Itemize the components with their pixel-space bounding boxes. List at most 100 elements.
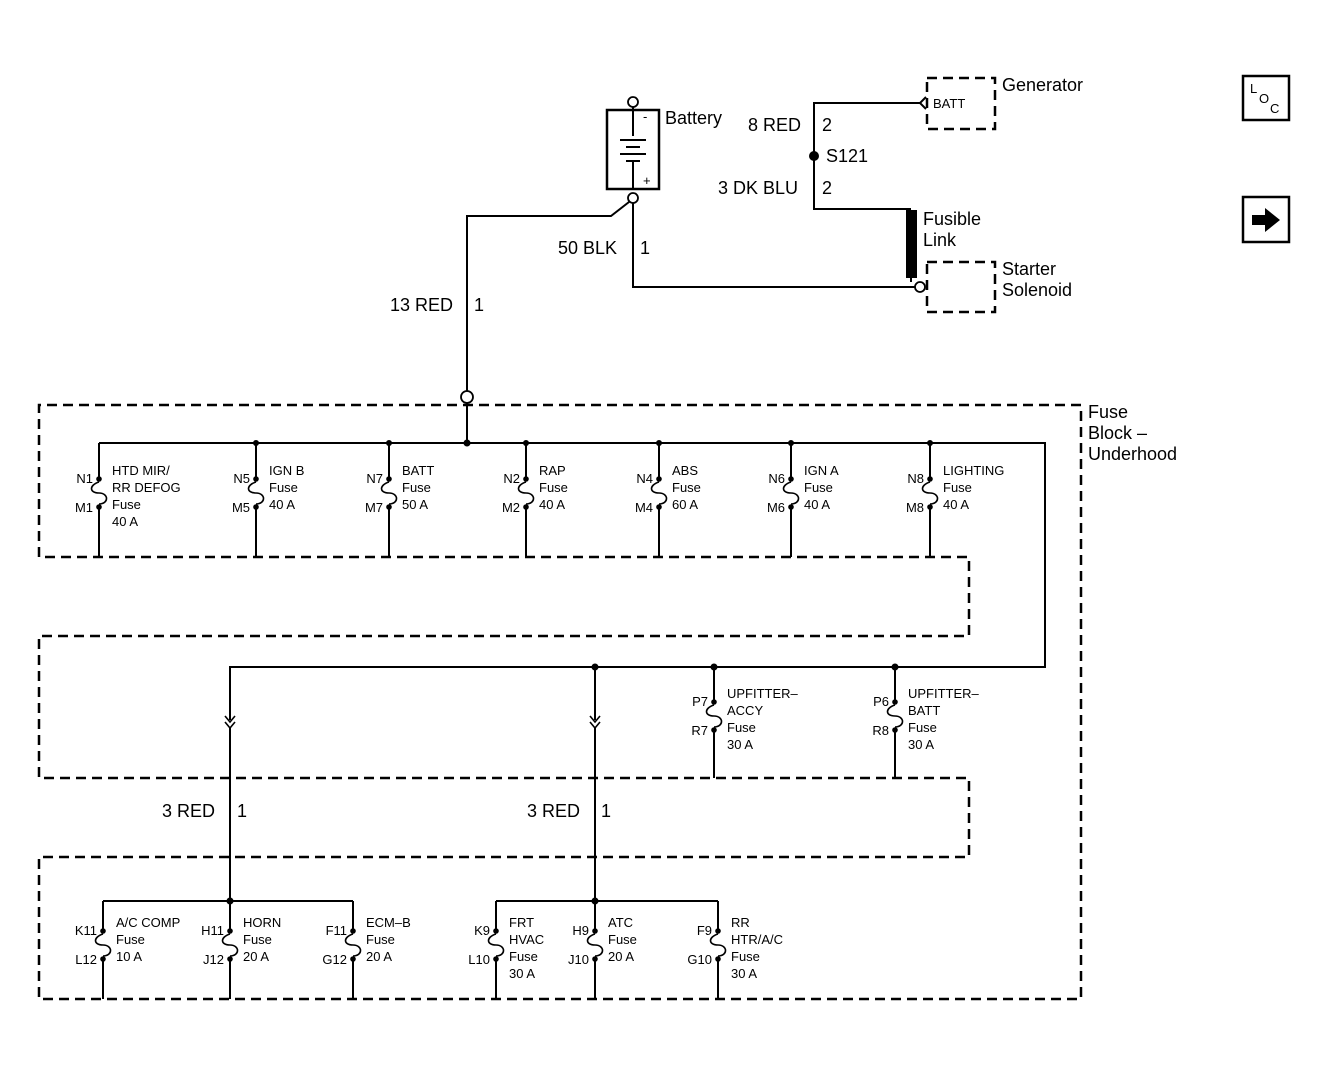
fuse-terminal-out: J12: [203, 952, 224, 967]
splice-label: S121: [826, 146, 868, 166]
fuse-terminal-out: M5: [232, 500, 250, 515]
fuse-symbol-icon: [921, 481, 939, 505]
fuse-label-line: 40 A: [943, 497, 969, 512]
fuse-label-line: Fuse: [243, 932, 272, 947]
generator-terminal: BATT: [933, 96, 965, 111]
fuse-terminal-in: N7: [366, 471, 383, 486]
loc-icon[interactable]: L O C: [1241, 74, 1291, 122]
fuse-terminal-out: M1: [75, 500, 93, 515]
fuse-terminal-out: M2: [502, 500, 520, 515]
fuse-terminal-out: L10: [468, 952, 490, 967]
fuse-symbol-icon: [586, 933, 604, 957]
fuse-label-line: 30 A: [908, 737, 934, 752]
fuse-label-line: A/C COMP: [116, 915, 180, 930]
wire-3-dk-blu: 3 DK BLU: [718, 178, 798, 198]
fuse-label-line: HVAC: [509, 932, 544, 947]
wire-3-red-left-pin: 1: [237, 801, 247, 821]
fuse-label-line: Fuse: [804, 480, 833, 495]
wire-13-red: 13 RED: [390, 295, 453, 315]
wire-50-blk: 50 BLK: [558, 238, 617, 258]
fuse-label-line: Fuse: [943, 480, 972, 495]
fuse-label-line: IGN A: [804, 463, 839, 478]
wire-3-dk-blu-pin: 2: [822, 178, 832, 198]
fuse-label-line: HORN: [243, 915, 281, 930]
fusible-link-line2: Link: [923, 230, 957, 250]
starter-solenoid: Starter Solenoid: [914, 259, 1072, 314]
fuse-symbol-icon: [782, 481, 800, 505]
fuse-symbol-icon: [886, 704, 904, 728]
fuse-terminal-out: J10: [568, 952, 589, 967]
fuse-label-line: Fuse: [509, 949, 538, 964]
svg-text:L: L: [1250, 81, 1257, 96]
fuse-terminal-in: H11: [201, 923, 224, 938]
fuse-terminal-out: L12: [75, 952, 97, 967]
fuse-terminal-in: K9: [474, 923, 490, 938]
fuse-terminal-in: P7: [692, 694, 708, 709]
wire-50-blk-pin: 1: [640, 238, 650, 258]
fuse-label-line: Fuse: [116, 932, 145, 947]
fuse-symbol-icon: [487, 933, 505, 957]
fuse-label-line: Fuse: [908, 720, 937, 735]
fuse-label-line: HTR/A/C: [731, 932, 783, 947]
fuse-symbol-icon: [709, 933, 727, 957]
fuse-label-line: Fuse: [727, 720, 756, 735]
fusible-link-line1: Fusible: [923, 209, 981, 229]
fuse-label-line: RR DEFOG: [112, 480, 181, 495]
fuse-label-line: 30 A: [509, 966, 535, 981]
fuse-label-line: 40 A: [539, 497, 565, 512]
fuse-label-line: 40 A: [112, 514, 138, 529]
fuse-label-line: UPFITTER–: [908, 686, 980, 701]
fuse-label-line: 20 A: [366, 949, 392, 964]
fuse-label-line: BATT: [402, 463, 434, 478]
fuse-label-line: Fuse: [366, 932, 395, 947]
fuse-symbol-icon: [650, 481, 668, 505]
fuse-terminal-in: N5: [233, 471, 250, 486]
fuse-terminal-out: R8: [872, 723, 889, 738]
fuse-terminal-in: N4: [636, 471, 653, 486]
fuse-label-line: ATC: [608, 915, 633, 930]
wire-3-red-right: 3 RED: [527, 801, 580, 821]
fuse-terminal-in: F11: [326, 923, 347, 938]
fuse-terminal-out: M8: [906, 500, 924, 515]
fuse-label-line: 50 A: [402, 497, 428, 512]
fuse-terminal-out: M7: [365, 500, 383, 515]
fuse-label-line: FRT: [509, 915, 534, 930]
generator: BATT Generator: [918, 75, 1083, 131]
fuse-symbol-icon: [517, 481, 535, 505]
fuse-label-line: HTD MIR/: [112, 463, 170, 478]
fuse-symbol-icon: [344, 933, 362, 957]
fuse-label-line: Fuse: [269, 480, 298, 495]
fuse-label-line: 60 A: [672, 497, 698, 512]
fuse-label-line: LIGHTING: [943, 463, 1004, 478]
fuse-symbol-icon: [380, 481, 398, 505]
fuse-terminal-in: N2: [503, 471, 520, 486]
fuse-symbol-icon: [90, 481, 108, 505]
wire-8-red-pin: 2: [822, 115, 832, 135]
fuse-symbol-icon: [94, 933, 112, 957]
svg-text:O: O: [1259, 91, 1269, 106]
fuse-label-line: 30 A: [731, 966, 757, 981]
fuse-terminal-in: N1: [76, 471, 93, 486]
wire-3-red-right-pin: 1: [601, 801, 611, 821]
fuse-terminal-out: M4: [635, 500, 653, 515]
fuse-label-line: BATT: [908, 703, 940, 718]
fuse-label-line: Fuse: [608, 932, 637, 947]
fuse-block-line3: Underhood: [1088, 444, 1177, 464]
fuse-label-line: 20 A: [243, 949, 269, 964]
fuse-label-line: Fuse: [539, 480, 568, 495]
fusible-link: Fusible Link: [906, 209, 981, 282]
fuse-label-line: ECM–B: [366, 915, 411, 930]
svg-text:C: C: [1270, 101, 1279, 116]
fuse-terminal-in: K11: [75, 923, 97, 938]
fuse-block-line1: Fuse: [1088, 402, 1128, 422]
right-arrow-icon[interactable]: [1241, 195, 1291, 244]
